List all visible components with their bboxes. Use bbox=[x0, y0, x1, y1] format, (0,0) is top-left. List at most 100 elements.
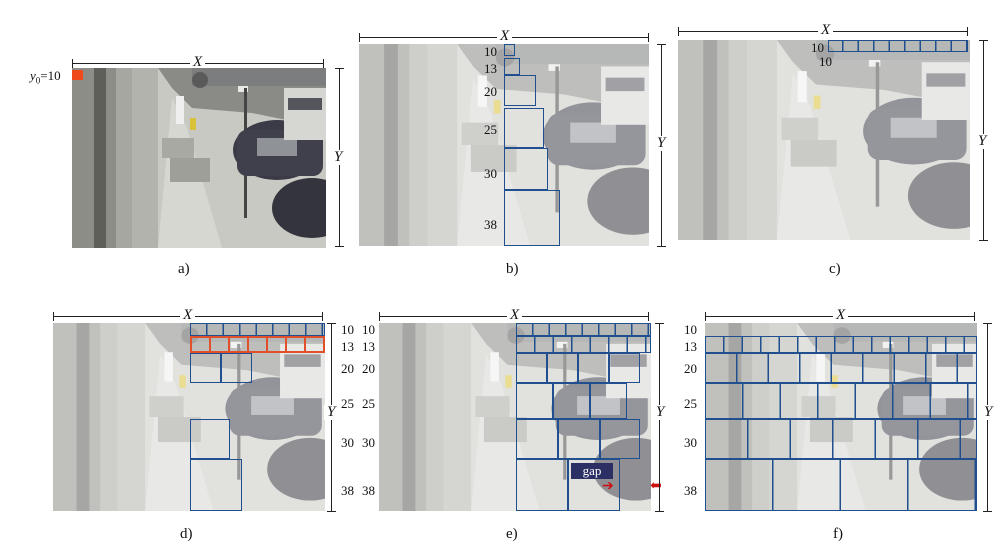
window-size-label: 10 bbox=[684, 322, 697, 337]
y-axis-label: Y bbox=[653, 405, 668, 420]
x-axis-label: X bbox=[818, 23, 834, 38]
window-size-label: 13 bbox=[362, 339, 375, 354]
y-dimension-tick bbox=[327, 323, 336, 324]
scan-window bbox=[516, 383, 553, 419]
window-size-label: 30 bbox=[341, 435, 354, 450]
x-axis-label: X bbox=[833, 308, 849, 323]
window-size-label: 10 bbox=[341, 322, 354, 337]
scan-window bbox=[568, 459, 620, 511]
gap-arrow-icon: ➔ bbox=[602, 479, 614, 494]
x-dimension-tick bbox=[648, 312, 649, 321]
y-dimension-tick bbox=[655, 323, 664, 324]
window-size-label: 38 bbox=[341, 483, 354, 498]
window-size-label: 13 bbox=[684, 339, 697, 354]
scan-window-row bbox=[705, 353, 977, 383]
y-dimension-tick bbox=[979, 40, 988, 41]
window-size-label: 10 bbox=[819, 54, 832, 69]
street-photo bbox=[678, 40, 970, 240]
scan-window-row bbox=[705, 419, 977, 459]
scan-window bbox=[190, 353, 221, 383]
x-dimension-tick bbox=[322, 312, 323, 321]
panel-caption: e) bbox=[506, 526, 518, 542]
x-dimension-tick bbox=[359, 33, 360, 42]
window-size-label: 30 bbox=[484, 166, 497, 181]
y-dimension-tick bbox=[657, 246, 666, 247]
scan-window-row bbox=[516, 323, 651, 336]
window-size-label: 20 bbox=[484, 84, 497, 99]
window-size-label: 38 bbox=[684, 483, 697, 498]
panel-caption: f) bbox=[833, 526, 843, 542]
window-size-label: 10 bbox=[484, 44, 497, 59]
y-dimension-tick bbox=[983, 511, 992, 512]
y-axis-label: Y bbox=[654, 136, 669, 151]
window-size-label: 13 bbox=[341, 339, 354, 354]
scan-window-row bbox=[705, 459, 977, 511]
y-axis-label: Y bbox=[331, 150, 346, 165]
gap-arrow-icon: ⬅ bbox=[650, 479, 662, 494]
scan-window bbox=[609, 353, 640, 383]
y0-label: y0=10 bbox=[30, 68, 61, 86]
scan-window bbox=[504, 190, 560, 246]
y-dimension-tick bbox=[657, 44, 666, 45]
scan-window bbox=[504, 148, 548, 190]
window-size-label: 10 bbox=[811, 40, 824, 55]
panel-caption: c) bbox=[829, 261, 841, 277]
x-dimension-tick bbox=[72, 59, 73, 68]
panel-caption: a) bbox=[178, 261, 190, 277]
y-dimension-tick bbox=[655, 511, 664, 512]
scan-window bbox=[600, 419, 640, 459]
x-dimension-tick bbox=[379, 312, 380, 321]
window-size-label: 10 bbox=[362, 322, 375, 337]
scan-window bbox=[221, 353, 252, 383]
scan-window bbox=[504, 58, 520, 75]
scan-window-row bbox=[516, 336, 651, 353]
scan-window bbox=[553, 383, 590, 419]
scan-window bbox=[578, 353, 609, 383]
x-axis-label: X bbox=[180, 308, 196, 323]
x-dimension-tick bbox=[705, 312, 706, 321]
x-dimension-tick bbox=[323, 59, 324, 68]
window-size-label: 25 bbox=[684, 396, 697, 411]
scan-window-row-highlight bbox=[190, 336, 325, 353]
x-axis-label: X bbox=[190, 55, 206, 70]
window-size-label: 30 bbox=[362, 435, 375, 450]
scan-window-row-cells bbox=[828, 40, 968, 52]
initial-window-marker bbox=[72, 70, 83, 80]
window-size-label: 38 bbox=[484, 217, 497, 232]
scan-window bbox=[504, 44, 515, 56]
window-size-label: 38 bbox=[362, 483, 375, 498]
window-size-label: 13 bbox=[484, 61, 497, 76]
x-axis-label: X bbox=[497, 29, 513, 44]
x-dimension-tick bbox=[648, 33, 649, 42]
scan-window bbox=[504, 75, 536, 106]
y-dimension-tick bbox=[335, 68, 344, 69]
window-size-label: 25 bbox=[484, 122, 497, 137]
x-dimension-tick bbox=[974, 312, 975, 321]
scan-window-row bbox=[190, 323, 325, 336]
scan-window bbox=[547, 353, 578, 383]
scan-window bbox=[190, 459, 242, 511]
x-axis-label: X bbox=[507, 308, 523, 323]
scan-window-row bbox=[705, 336, 977, 353]
scan-window-row bbox=[705, 383, 977, 419]
y-dimension-tick bbox=[335, 246, 344, 247]
y-axis-label: Y bbox=[981, 405, 996, 420]
y-axis-label: Y bbox=[324, 405, 339, 420]
scan-window bbox=[516, 459, 568, 511]
window-size-label: 20 bbox=[362, 361, 375, 376]
panel-caption: b) bbox=[506, 261, 519, 277]
scan-window bbox=[590, 383, 627, 419]
x-dimension-tick bbox=[678, 27, 679, 36]
y-dimension-tick bbox=[327, 511, 336, 512]
window-size-label: 20 bbox=[684, 361, 697, 376]
panel-caption: d) bbox=[180, 526, 193, 542]
window-size-label: 25 bbox=[341, 396, 354, 411]
scan-window bbox=[516, 419, 558, 459]
gap-label: gap bbox=[571, 463, 613, 479]
y-dimension-tick bbox=[983, 323, 992, 324]
scan-window bbox=[504, 108, 544, 148]
window-size-label: 30 bbox=[684, 435, 697, 450]
scan-window bbox=[516, 353, 547, 383]
window-size-label: 20 bbox=[341, 361, 354, 376]
x-dimension-tick bbox=[967, 27, 968, 36]
